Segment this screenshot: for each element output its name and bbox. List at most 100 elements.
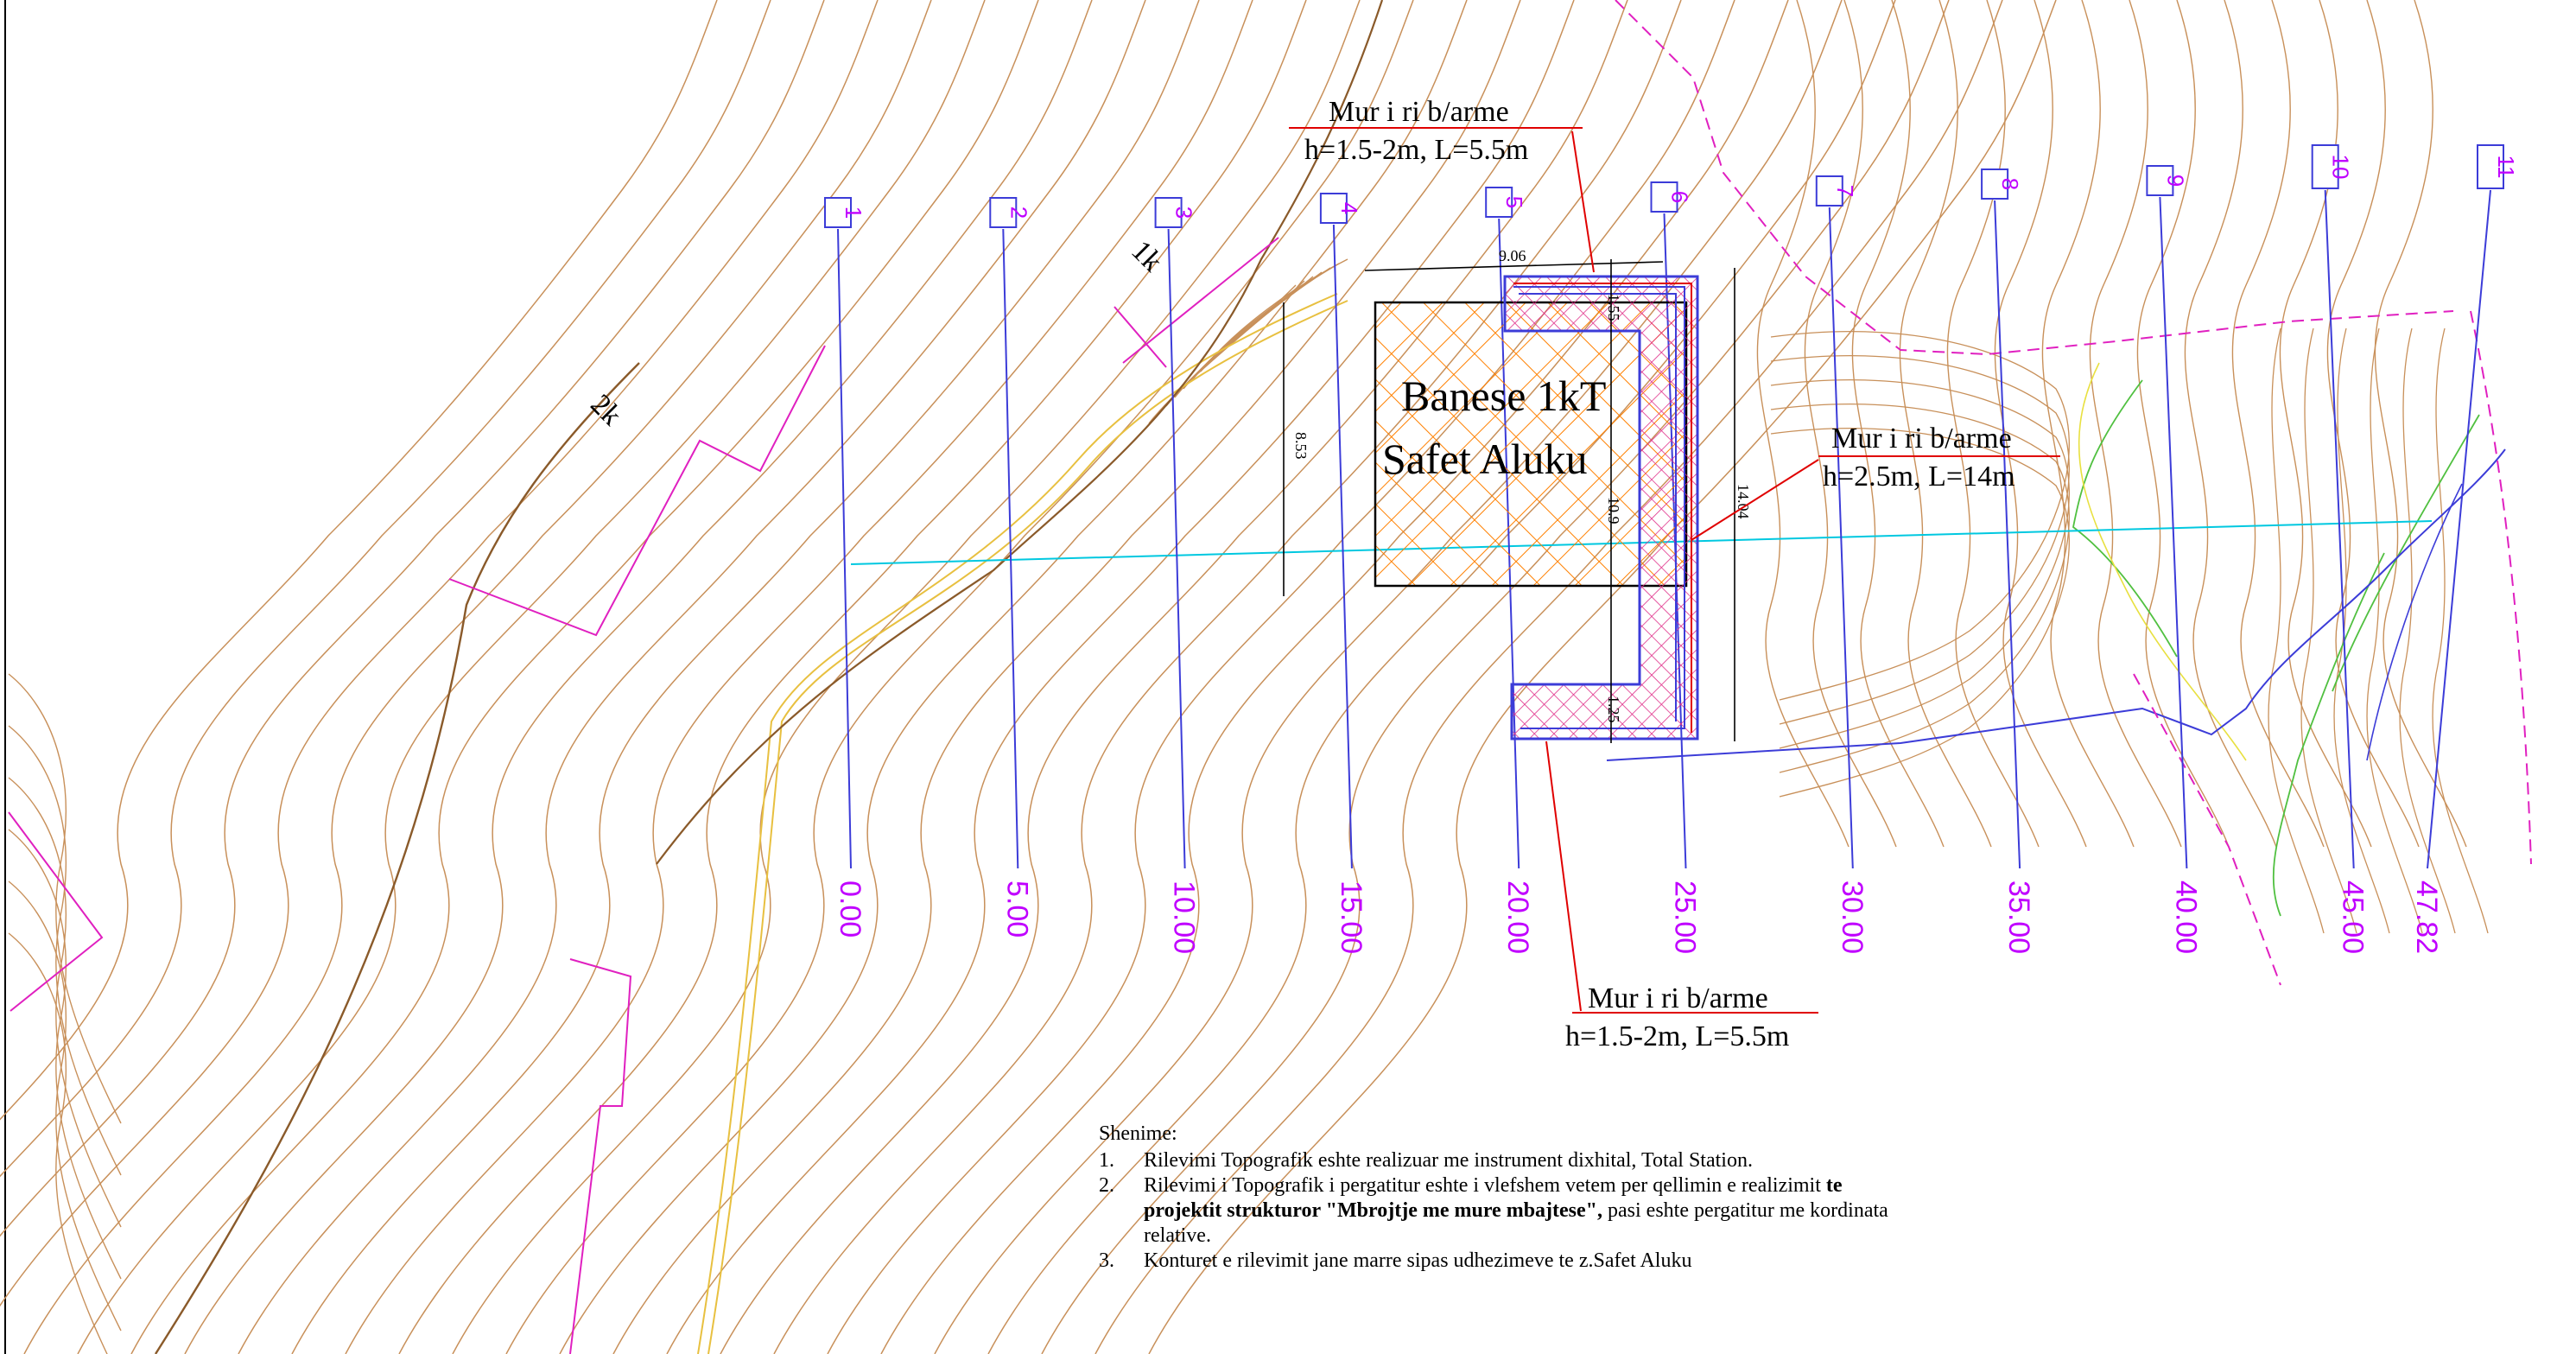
floor-label-2k: 2k bbox=[584, 388, 627, 431]
contour-right-4 bbox=[1946, 0, 2040, 848]
note-text-2-before: Rilevimi i Topografik i pergatitur eshte… bbox=[1144, 1174, 1826, 1197]
section-line-11 bbox=[2427, 189, 2491, 869]
boundary-dashed-bottom bbox=[2133, 673, 2281, 986]
contour-left-15 bbox=[612, 0, 1521, 1354]
section-number-6: 6 bbox=[1667, 191, 1693, 203]
dark-contour-1k bbox=[656, 0, 1384, 865]
section-line-4 bbox=[1332, 224, 1353, 869]
section-number-1: 1 bbox=[841, 207, 866, 219]
contour-left-24 bbox=[1094, 0, 2003, 1354]
green-drain-1 bbox=[2072, 379, 2178, 658]
contour-left-4 bbox=[23, 0, 932, 1354]
section-number-box-1 bbox=[824, 197, 852, 228]
contour-right-6 bbox=[2041, 0, 2135, 848]
section-number-2: 2 bbox=[1006, 207, 1031, 219]
dimension-total: 14.04 bbox=[1735, 484, 1752, 519]
contour-house-2 bbox=[1183, 267, 1331, 390]
contour-edge-4 bbox=[8, 880, 122, 1332]
boundary-left-3 bbox=[569, 958, 632, 1354]
notes-title: Shenime: bbox=[1099, 1122, 1177, 1145]
contour-loop-3 bbox=[1770, 404, 2070, 773]
section-number-8: 8 bbox=[1997, 178, 2023, 190]
section-line-8 bbox=[1994, 200, 2021, 869]
section-number-box-6 bbox=[1650, 181, 1678, 213]
section-number-10: 10 bbox=[2328, 155, 2354, 180]
section-number-box-4 bbox=[1319, 193, 1348, 224]
contour-left-25 bbox=[1148, 0, 2057, 1354]
contour-left-10 bbox=[345, 0, 1253, 1354]
section-line-2 bbox=[1002, 228, 1019, 869]
building-name-line2: Safet Aluku bbox=[1382, 435, 1587, 483]
contour-left-7 bbox=[184, 0, 1093, 1354]
building-footprint bbox=[1374, 301, 1688, 588]
contour-left-12 bbox=[452, 0, 1361, 1354]
contour-left-5 bbox=[77, 0, 986, 1354]
contour-left-17 bbox=[720, 0, 1628, 1354]
contour-left-18 bbox=[773, 0, 1682, 1354]
contour-right-7 bbox=[2089, 0, 2182, 848]
contour-right-12 bbox=[2326, 0, 2420, 848]
section-number-9: 9 bbox=[2162, 175, 2188, 187]
note-text-2-bold: te projektit strukturor "Mbrojtje me mur… bbox=[1144, 1174, 1843, 1222]
note-text-1: Rilevimi Topografik eshte realizuar me i… bbox=[1144, 1149, 1753, 1172]
contour-farright-3 bbox=[2366, 327, 2423, 934]
contour-loop-1 bbox=[1770, 355, 2070, 725]
section-line-3 bbox=[1167, 228, 1186, 869]
dimension-wall-top: 1.55 bbox=[1605, 294, 1622, 321]
contour-left-8 bbox=[238, 0, 1146, 1354]
station-label-45.00: 45.00 bbox=[2337, 880, 2370, 954]
contour-left-20 bbox=[880, 0, 1789, 1354]
contour-loop-4 bbox=[1770, 428, 2070, 798]
contour-left-19 bbox=[827, 0, 1735, 1354]
contour-right-13 bbox=[2374, 0, 2467, 848]
floor-label-1k: 1k bbox=[1125, 234, 1168, 277]
contour-left-14 bbox=[559, 0, 1468, 1354]
dark-contour-2k bbox=[154, 362, 640, 1354]
dimension-wall-bottom: 1.25 bbox=[1605, 696, 1622, 723]
dimension-lines bbox=[1283, 259, 1735, 743]
section-line-9 bbox=[2159, 196, 2188, 869]
note-item-1: 1. Rilevimi Topografik eshte realizuar m… bbox=[1099, 1148, 1894, 1173]
contour-edge-5 bbox=[8, 932, 108, 1354]
section-number-11: 11 bbox=[2493, 156, 2519, 179]
note-text-3: Konturet e rilevimit jane marre sipas ud… bbox=[1144, 1249, 1692, 1272]
contour-left-22 bbox=[987, 0, 1896, 1354]
section-number-box-10 bbox=[2311, 144, 2339, 189]
contour-lines bbox=[0, 0, 2489, 1354]
contour-farright-2 bbox=[2333, 327, 2390, 934]
contour-left-0 bbox=[0, 0, 718, 1121]
station-label-10.00: 10.00 bbox=[1168, 880, 1201, 954]
station-label-15.00: 15.00 bbox=[1335, 880, 1367, 954]
boundary-1k bbox=[1114, 306, 1167, 368]
contour-left-9 bbox=[291, 0, 1200, 1354]
section-number-box-8 bbox=[1981, 168, 2009, 200]
station-label-47.82: 47.82 bbox=[2410, 880, 2443, 954]
section-number-5: 5 bbox=[1501, 196, 1527, 208]
contour-left-23 bbox=[1041, 0, 1950, 1354]
contour-left-1 bbox=[0, 0, 771, 1178]
contour-left-21 bbox=[934, 0, 1843, 1354]
boundary-left-2 bbox=[448, 345, 826, 637]
contour-right-2 bbox=[1851, 0, 1945, 848]
contour-left-13 bbox=[505, 0, 1414, 1354]
dimension-wall-length: 10.9 bbox=[1605, 497, 1622, 524]
boundary-dashed-right bbox=[2470, 310, 2532, 865]
section-number-box-3 bbox=[1154, 197, 1183, 228]
retaining-wall-top bbox=[1503, 275, 1699, 741]
wall-annotation-right: Mur i ri b/arme h=2.5m, L=14m bbox=[1691, 423, 2060, 541]
retaining-wall-red-edge bbox=[1513, 283, 1692, 733]
section-number-box-2 bbox=[989, 197, 1018, 228]
note-item-2: 2. Rilevimi i Topografik i pergatitur es… bbox=[1099, 1173, 1894, 1249]
blue-stream-2 bbox=[2366, 483, 2463, 761]
wall-annotation-top-line2: h=1.5-2m, L=5.5m bbox=[1304, 134, 1528, 166]
section-number-4: 4 bbox=[1336, 202, 1362, 214]
contour-left-3 bbox=[0, 0, 879, 1307]
contour-loop-2 bbox=[1770, 379, 2070, 749]
wall-annotation-bottom-line1: Mur i ri b/arme bbox=[1588, 982, 1768, 1014]
note-number-2: 2. bbox=[1099, 1174, 1114, 1197]
note-item-3: 3. Konturet e rilevimit jane marre sipas… bbox=[1099, 1249, 1894, 1274]
contour-left-16 bbox=[666, 0, 1575, 1354]
station-label-0.00: 0.00 bbox=[834, 880, 866, 938]
contour-farright-0 bbox=[2268, 327, 2325, 934]
retaining-wall-inner-line bbox=[1513, 286, 1685, 729]
